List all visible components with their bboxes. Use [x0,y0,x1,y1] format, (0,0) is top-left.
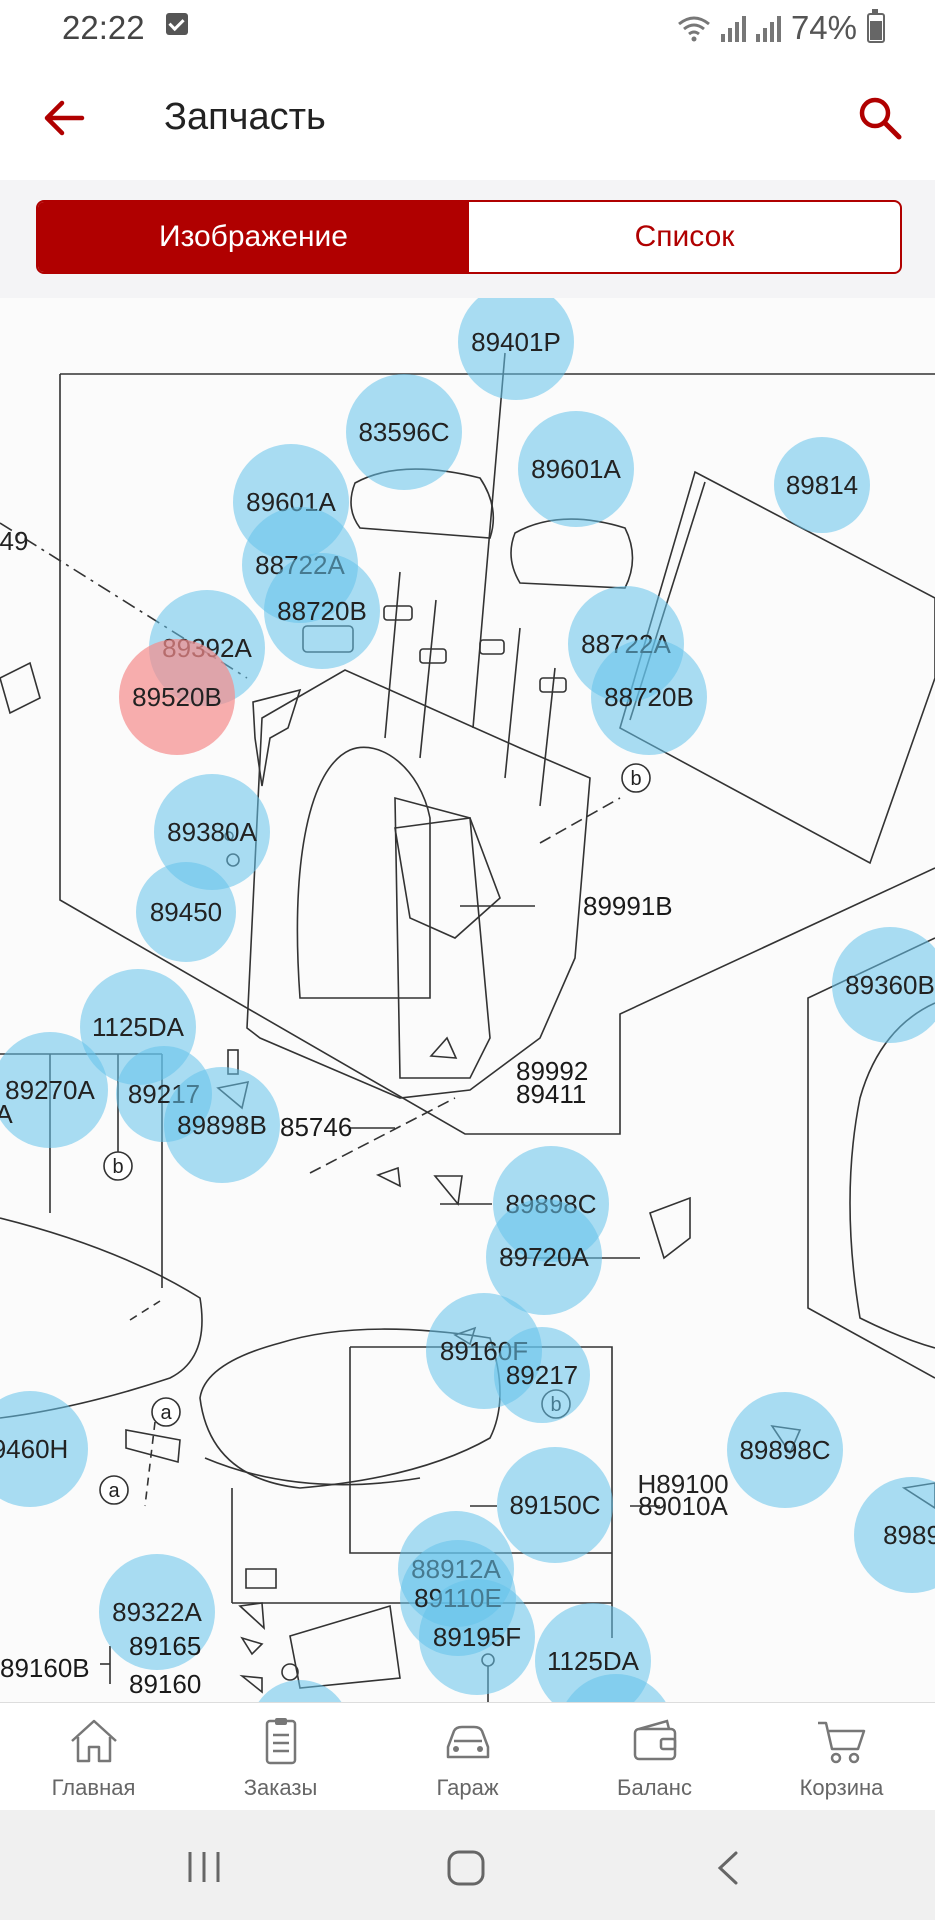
app-bar: Запчасть [0,56,935,180]
tab-image[interactable]: Изображение [38,202,469,272]
nav-balance-label: Баланс [617,1775,692,1800]
part-number-label[interactable]: 9460H [0,1434,69,1464]
svg-text:b: b [112,1156,123,1178]
status-time: 22:22 [62,9,145,46]
tab-list[interactable]: Список [634,220,735,253]
part-number-label[interactable]: 1125DA [546,1646,640,1676]
car-icon [446,1725,489,1759]
part-callout-bubble[interactable] [774,437,870,533]
bottom-nav: Главная Заказы Гараж Баланс Корзина [0,1702,935,1811]
battery-percent: 74% [790,9,857,46]
search-icon[interactable] [856,94,904,142]
part-callout-bubble[interactable] [346,374,462,490]
part-number-label[interactable]: A [0,1099,13,1129]
part-number-label[interactable]: 89601A [531,454,621,484]
nav-home-label: Главная [51,1775,136,1800]
part-number-label[interactable]: 89898C [739,1435,831,1465]
clipboard-icon [265,1718,296,1765]
nav-cart-label: Корзина [799,1775,884,1800]
part-number-label[interactable]: 8989 [883,1520,935,1550]
part-number-label[interactable]: 49 [0,526,29,556]
part-number-label[interactable]: 89360B [845,970,935,1000]
back-arrow-icon[interactable] [40,94,88,142]
part-number-label[interactable]: 89401P [471,327,561,357]
part-callout-bubble[interactable] [591,639,707,755]
part-number-label[interactable]: 89322A [112,1597,202,1627]
part-number-label[interactable]: 89898B [177,1110,267,1140]
part-number-label[interactable]: 89380A [167,817,257,847]
part-callout-bubble[interactable] [119,639,235,755]
back-button-icon[interactable] [714,1850,742,1886]
part-number-label[interactable]: 89720A [499,1242,589,1272]
view-switch-area: Изображение Список [0,180,935,298]
part-number-text: 89991B [583,891,673,921]
part-callout-bubble[interactable] [264,553,380,669]
svg-text:b: b [630,768,641,790]
part-callout-bubble[interactable] [0,1032,108,1148]
wallet-icon [633,1719,676,1761]
part-number-label[interactable]: 89010A [638,1491,728,1521]
diagram-lines: b b b a a [0,352,935,1702]
nav-orders[interactable]: Заказы [187,1703,374,1811]
nav-balance[interactable]: Баланс [561,1703,748,1811]
part-callout-bubble[interactable] [727,1392,843,1508]
part-number-label[interactable]: 88720B [604,682,694,712]
part-number-label[interactable]: 89270A [5,1075,95,1105]
view-switch: Изображение Список [36,200,902,274]
nav-cart[interactable]: Корзина [748,1703,935,1811]
part-callout-bubble[interactable] [486,1199,602,1315]
part-callout-bubble[interactable] [832,927,935,1043]
battery-icon [867,9,885,43]
part-number-label[interactable]: 89195F [432,1622,522,1652]
part-number-text: 89992 [516,1056,589,1086]
part-number-label[interactable]: 88720B [277,596,367,626]
part-callout-bubble[interactable] [419,1579,535,1695]
task-check-icon [166,13,188,35]
part-number-label[interactable]: 89150C [509,1490,601,1520]
wifi-icon [678,16,710,42]
part-number-label[interactable]: 1125DA [91,1012,185,1042]
nav-garage-label: Гараж [436,1775,499,1800]
system-nav-bar [0,1810,935,1920]
part-callout-bubble[interactable] [497,1447,613,1563]
nav-orders-label: Заказы [243,1775,318,1800]
recent-apps-icon[interactable] [186,1850,222,1884]
page-title: Запчасть [164,96,326,138]
signal-1-icon [720,14,746,42]
status-bar: 22:22 74% [0,0,935,56]
part-number-label[interactable]: 89520B [132,682,222,712]
home-icon [70,1719,117,1763]
part-number-text: 89165 [129,1631,202,1661]
part-number-label[interactable]: 83596C [358,417,450,447]
part-number-label[interactable]: 89450 [149,897,223,927]
part-number-text: 89160B [0,1653,90,1683]
nav-garage[interactable]: Гараж [374,1703,561,1811]
part-number-text: 89160 [129,1669,202,1699]
nav-home[interactable]: Главная [0,1703,187,1811]
part-number-text: 85746 [280,1112,353,1142]
part-callout-bubble[interactable] [494,1327,590,1423]
part-callout-bubble[interactable] [458,298,574,400]
part-number-label[interactable]: H89100 [637,1469,729,1499]
part-callout-bubble[interactable] [518,411,634,527]
part-number-label[interactable]: 89814 [785,470,859,500]
part-number-text: 89411 [516,1079,587,1109]
part-callout-bubble[interactable] [164,1067,280,1183]
part-callout-bubble[interactable] [99,1554,215,1670]
status-right: 74% [677,9,885,47]
part-number-label[interactable]: 89217 [505,1360,579,1390]
cart-icon [817,1721,865,1764]
parts-diagram[interactable]: b b b a a 89401P83596C89601A89601A898144… [0,298,935,1702]
svg-text:a: a [108,1480,120,1502]
svg-text:a: a [160,1402,172,1424]
home-button-icon[interactable] [446,1850,486,1886]
signal-2-icon [755,14,781,42]
part-callout-bubble[interactable] [136,862,236,962]
